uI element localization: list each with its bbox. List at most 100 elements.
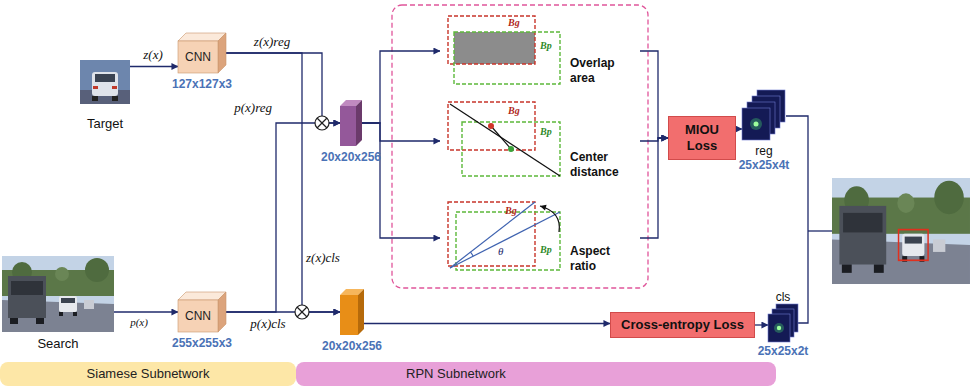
shape-part (218, 292, 226, 332)
shape-drawing (2, 256, 114, 332)
loss-box: MIOU Loss (668, 116, 736, 160)
text-holder: p(x)cls (244, 316, 292, 331)
text-holder: z(x)cls (306, 250, 364, 265)
connector-line (226, 311, 340, 312)
operator-cross (317, 118, 327, 128)
image-caption: Target (65, 116, 145, 131)
text-holder: p(x)reg (214, 100, 272, 115)
connector-line (130, 66, 178, 67)
sky (832, 178, 970, 284)
shape-drawing (440, 198, 640, 278)
box-label: MIOU Loss (675, 122, 729, 154)
shape-drawing (768, 304, 798, 342)
shape-part (55, 267, 69, 281)
center-distance-diagram: Center distance (440, 98, 640, 184)
tree (934, 181, 964, 214)
shape-part (462, 122, 560, 176)
shape-drawing (340, 289, 364, 335)
shape-part (471, 252, 474, 256)
text-holder: 20x20x256 (311, 339, 393, 353)
shape-part (112, 96, 118, 101)
term-label: Overlap area (570, 56, 638, 86)
shape-part (59, 296, 77, 312)
text-holder: 127x127x3 (162, 77, 242, 91)
shape-part (93, 86, 98, 89)
shape-part (2, 256, 114, 332)
cross-correlation-symbol (295, 305, 309, 319)
text-holder: Overlap area (570, 56, 638, 86)
map-name: reg (722, 144, 806, 158)
text-holder: Bp (540, 40, 558, 52)
wheel (874, 264, 884, 272)
cnn-block: CNN255x255x3 (178, 292, 226, 332)
text-holder: Center distance (570, 150, 638, 180)
section-band: Siamese Subnetwork (0, 362, 296, 386)
shape-part (777, 326, 781, 330)
shape-part (454, 32, 560, 84)
shape-part (80, 60, 130, 104)
shape-part (448, 16, 535, 64)
operator-cross (317, 118, 327, 128)
shape-part (754, 122, 759, 127)
text-holder: Aspect ratio (570, 244, 638, 274)
shape-part (92, 96, 98, 101)
text-holder: CNN (178, 50, 218, 64)
dimension-label: 20x20x256 (310, 150, 392, 164)
dashed-region (392, 5, 648, 288)
text-holder: p(x) (124, 316, 154, 328)
shape-part (491, 126, 511, 149)
truck (839, 206, 886, 265)
shape-part (356, 100, 362, 146)
edge-label: z(x)cls (306, 250, 364, 265)
shape-part (10, 318, 18, 324)
loss-box: Cross-entropy Loss (610, 312, 755, 338)
shape-part (448, 102, 535, 150)
connector-line (755, 324, 768, 325)
operator-circle (315, 116, 329, 130)
shape-part (11, 281, 43, 295)
operator-cross (297, 307, 307, 317)
feature-map-block: 20x20x256 (340, 100, 362, 146)
dimension-label: 127x127x3 (162, 77, 242, 91)
cnn-block: CNN127x127x3 (178, 33, 226, 73)
shape-part (36, 318, 44, 324)
text-holder: cls (748, 290, 818, 304)
connector-line (362, 51, 440, 123)
text-holder: reg (722, 144, 806, 158)
shape-part (450, 104, 560, 176)
shape-part (85, 258, 109, 282)
image-caption: Search (2, 336, 114, 351)
cross-correlation-symbol (315, 116, 329, 130)
output-map: reg25x25x4t (742, 90, 786, 142)
shape-drawing (742, 90, 786, 142)
shape-part (61, 298, 75, 303)
connector-line (362, 123, 440, 238)
shape-part (456, 212, 560, 270)
shape-part (768, 314, 790, 342)
box-symbol: Bg (505, 205, 525, 217)
box-label: Siamese Subnetwork (87, 366, 210, 382)
wheel (842, 264, 852, 272)
shape-part (488, 123, 494, 129)
text-holder: Bp (540, 244, 558, 256)
shape-part (112, 86, 117, 89)
text-holder: Bg (508, 17, 528, 29)
term-label: Aspect ratio (570, 244, 638, 274)
shape-part (84, 300, 94, 309)
connector-line (736, 128, 742, 129)
car (902, 234, 924, 256)
output-map: cls25x25x2t (768, 304, 798, 342)
shape-part (450, 202, 535, 268)
dimension-label: 25x25x4t (722, 158, 806, 172)
box-symbol: Bp (540, 126, 558, 138)
shape-part (218, 33, 226, 73)
text-holder: Target (65, 116, 145, 131)
block-name: CNN (178, 309, 218, 323)
shape-part (95, 74, 115, 82)
output-image (832, 178, 970, 284)
text-holder: Bg (505, 205, 525, 217)
truck-part (843, 213, 882, 233)
shape-part (8, 276, 46, 318)
shape-drawing (340, 100, 362, 146)
angle-symbol: θ (498, 246, 508, 257)
